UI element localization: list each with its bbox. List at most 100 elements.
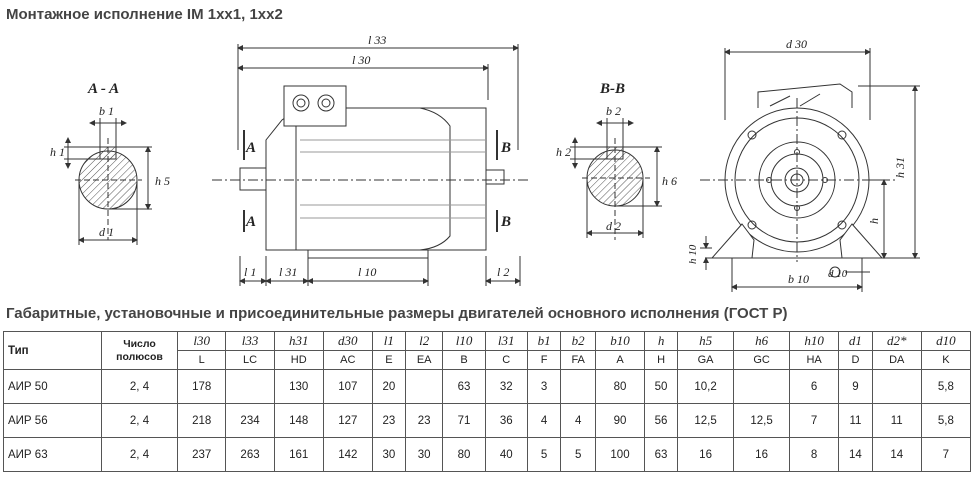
dimension-cell: 148 [273,403,324,438]
code-header: F [526,350,562,370]
code-header: B [442,350,486,370]
symbol-header: h [644,331,679,351]
dim-d2: d 2 [606,219,621,233]
dimension-cell: 263 [225,437,275,472]
dimension-cell [871,369,922,404]
dim-h5: h 5 [155,174,170,188]
dimension-cell: 12,5 [677,403,735,438]
dimension-cell: 63 [442,369,486,404]
dimension-cell: 80 [442,437,486,472]
section-aa: A - A b 1 h 1 h 5 d 1 [50,81,170,245]
dimension-cell: 40 [484,437,528,472]
dim-l1: l 1 [244,265,256,279]
code-header: AC [322,350,373,370]
dimension-cell: 11 [871,403,922,438]
dimension-cell: 23 [404,403,444,438]
symbol-header: h6 [733,331,791,351]
code-header: D [838,350,873,370]
dimension-cell: 6 [789,369,840,404]
dimension-cell: 5,8 [920,403,972,438]
symbol-header: d10 [920,331,972,351]
code-header: HA [789,350,840,370]
code-header: LC [225,350,275,370]
dim-d10: d 10 [828,268,848,280]
dimension-cell: 90 [594,403,646,438]
code-header: L [176,350,227,370]
dim-l31: l 31 [279,265,297,279]
section-bb: B-B b 2 h 2 h 6 d 2 [556,81,677,240]
symbol-header: l10 [442,331,486,351]
dimension-cell: 14 [838,437,873,472]
dimension-cell: 20 [371,369,406,404]
symbol-header: b1 [526,331,562,351]
code-header: FA [560,350,596,370]
poles-cell: 2, 4 [101,437,178,472]
dim-h10: h 10 [687,244,699,264]
dimension-cell [404,369,444,404]
mounting-heading: Монтажное исполнение IM 1xx1, 1xx2 [6,6,283,23]
marker-b-top: B [500,140,511,156]
dim-h1: h 1 [50,145,65,159]
dimension-cell: 23 [371,403,406,438]
dim-h31: h 31 [893,157,907,178]
dimension-cell [225,369,275,404]
code-header: HD [273,350,324,370]
section-bb-label: B-B [599,81,625,97]
dimension-cell: 11 [838,403,873,438]
marker-a-bottom: A [245,214,256,230]
marker-a-top: A [245,140,256,156]
dimension-cell: 30 [371,437,406,472]
dim-b10: b 10 [788,272,809,286]
symbol-header: h5 [677,331,735,351]
dimension-cell: 4 [526,403,562,438]
dimension-cell: 71 [442,403,486,438]
poles-header: Число полюсов [101,331,178,370]
dimension-cell: 4 [560,403,596,438]
symbol-header: l31 [484,331,528,351]
dim-l10: l 10 [358,265,376,279]
symbol-header: d1 [838,331,873,351]
dim-b1: b 1 [99,104,114,118]
code-header: K [920,350,972,370]
dimension-cell: 12,5 [733,403,791,438]
code-header: DA [871,350,922,370]
dimension-cell: 9 [838,369,873,404]
dimension-cell: 218 [176,403,227,438]
table-title: Габаритные, установочные и присоединител… [6,305,788,322]
symbol-header: d30 [322,331,373,351]
symbol-header: l33 [225,331,275,351]
dimension-cell: 7 [920,437,972,472]
dimension-cell: 5 [560,437,596,472]
symbol-header: l30 [176,331,227,351]
dim-h: h [867,218,881,224]
motor-type-cell: АИР 63 [3,437,102,472]
side-view: l 33 l 30 A A B B [212,33,530,286]
dimension-cell: 36 [484,403,528,438]
motor-drawing: A - A b 1 h 1 h 5 d 1 l 33 l 30 [50,33,920,292]
dim-l33: l 33 [368,33,386,47]
type-header: Тип [3,331,102,370]
dim-l2: l 2 [497,265,509,279]
dimension-cell: 161 [273,437,324,472]
motor-type-cell: АИР 50 [3,369,102,404]
poles-cell: 2, 4 [101,369,178,404]
dimension-cell: 130 [273,369,324,404]
dimension-cell: 5,8 [920,369,972,404]
dimension-cell: 16 [733,437,791,472]
symbol-header: b10 [594,331,646,351]
dim-d30: d 30 [786,37,807,51]
dimension-cell: 63 [644,437,679,472]
dim-b2: b 2 [606,104,621,118]
code-header: GA [677,350,735,370]
dimension-cell: 30 [404,437,444,472]
code-header: C [484,350,528,370]
dimension-cell: 3 [526,369,562,404]
dim-d1: d 1 [99,225,114,239]
front-view: d 30 h 31 h h 10 b [687,37,920,292]
dimension-cell: 32 [484,369,528,404]
dimension-cell: 237 [176,437,227,472]
dimension-cell: 50 [644,369,679,404]
code-header: EA [404,350,444,370]
